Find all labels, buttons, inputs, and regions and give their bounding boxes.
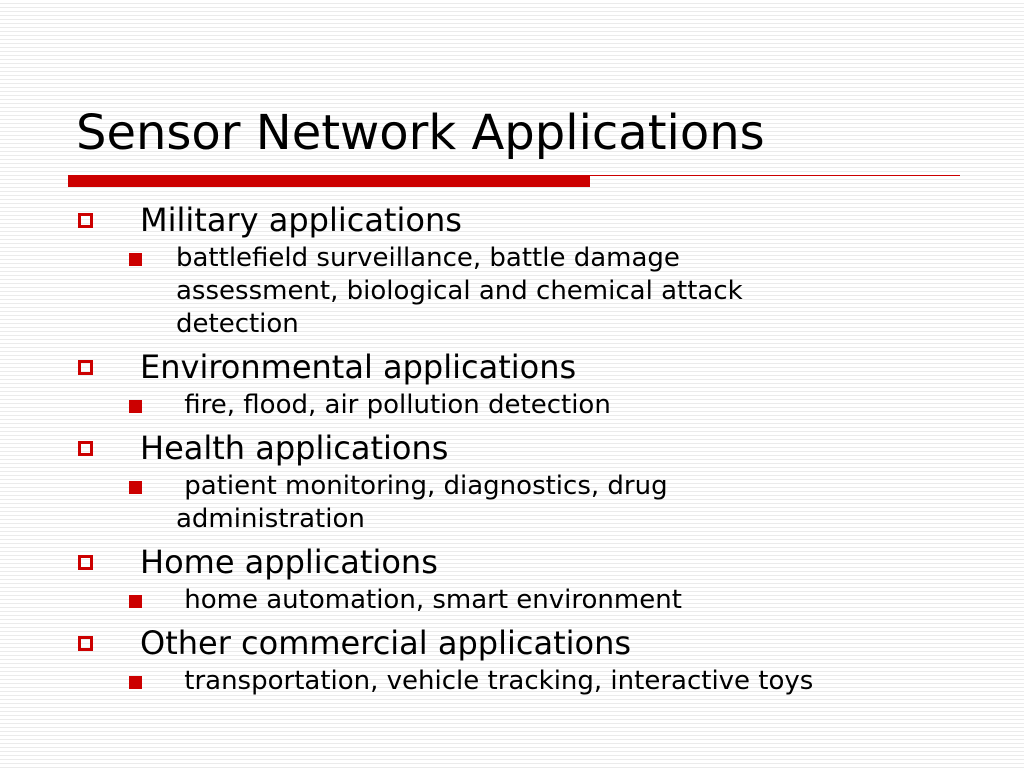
bullet-item: Home applications (76, 540, 976, 584)
sub-bullet-line: administration (176, 504, 365, 534)
sub-bullet-line: home automation, smart environment (176, 585, 682, 615)
bullet-item: Environmental applications (76, 345, 976, 389)
sub-bullet-line: battlefield surveillance, battle damage (176, 243, 680, 273)
filled-square-bullet-icon (129, 400, 142, 413)
bullet-label: Health applications (140, 429, 449, 467)
filled-square-bullet-icon (129, 481, 142, 494)
sub-bullet-item: patient monitoring, diagnostics, drug ad… (129, 470, 976, 536)
sub-bullet-line: assessment, biological and chemical atta… (176, 276, 743, 306)
sub-bullet-line: fire, flood, air pollution detection (176, 390, 611, 420)
sub-bullet-item: battlefield surveillance, battle damage … (129, 242, 976, 341)
bullet-label: Military applications (140, 201, 462, 239)
bullet-item: Health applications (76, 426, 976, 470)
bullet-label: Environmental applications (140, 348, 577, 386)
bullet-item: Other commercial applications (76, 621, 976, 665)
slide-title: Sensor Network Applications (76, 105, 765, 161)
hollow-square-bullet-icon (78, 555, 93, 570)
filled-square-bullet-icon (129, 595, 142, 608)
sub-bullet-line: transportation, vehicle tracking, intera… (176, 666, 814, 696)
sub-bullet-item: home automation, smart environment (129, 584, 976, 617)
filled-square-bullet-icon (129, 676, 142, 689)
sub-bullet-item: fire, flood, air pollution detection (129, 389, 976, 422)
sub-bullet-line: detection (176, 309, 299, 339)
sub-bullet-line: patient monitoring, diagnostics, drug (176, 471, 668, 501)
hollow-square-bullet-icon (78, 360, 93, 375)
sub-bullet-item: transportation, vehicle tracking, intera… (129, 665, 976, 698)
title-underline-thin (590, 175, 960, 176)
hollow-square-bullet-icon (78, 213, 93, 228)
bullet-label: Home applications (140, 543, 438, 581)
hollow-square-bullet-icon (78, 441, 93, 456)
bullet-label: Other commercial applications (140, 624, 632, 662)
bullet-list: Military applications battlefield survei… (76, 198, 976, 702)
title-underline-thick (68, 175, 590, 187)
bullet-item: Military applications (76, 198, 976, 242)
hollow-square-bullet-icon (78, 636, 93, 651)
filled-square-bullet-icon (129, 253, 142, 266)
